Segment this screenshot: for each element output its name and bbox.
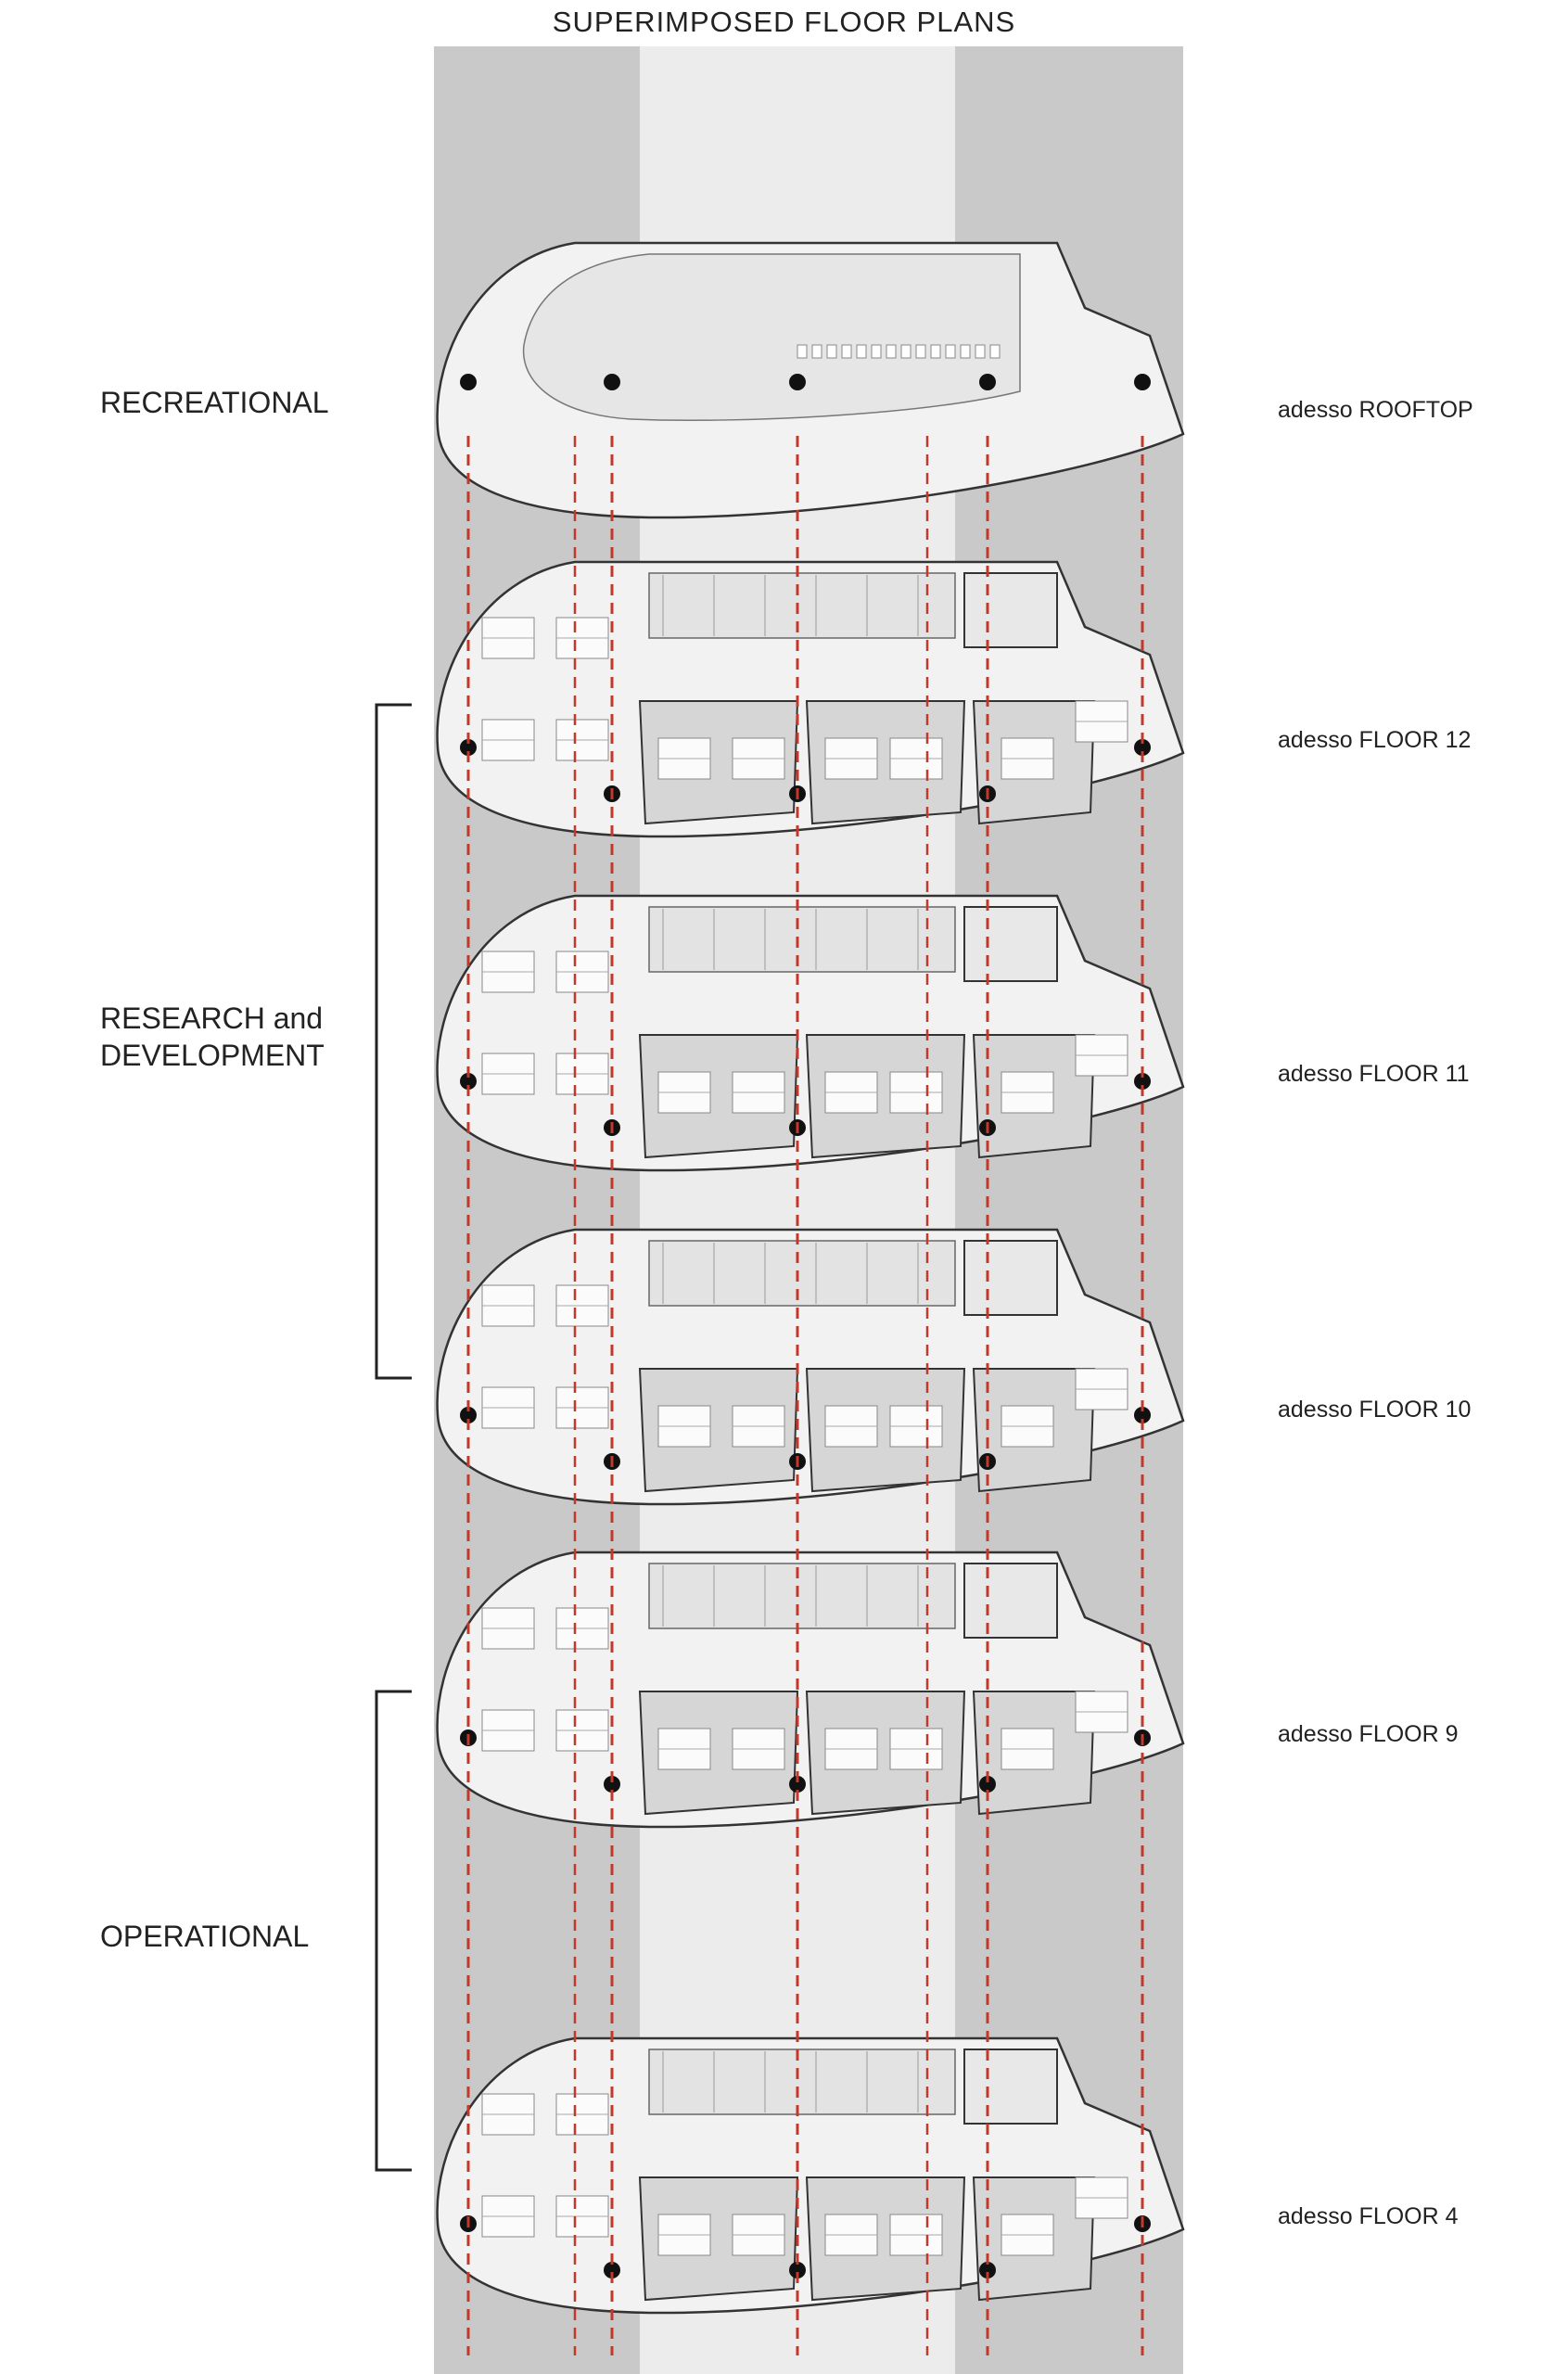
meeting-room (805, 2176, 966, 2302)
category-research: RESEARCH and DEVELOPMENT (100, 1000, 325, 1074)
structural-column (789, 1776, 806, 1793)
floor-label-11: adesso FLOOR 11 (1278, 1061, 1470, 1087)
lounge-seat (886, 344, 897, 359)
structural-column (979, 1776, 996, 1793)
floors-layer (436, 241, 1185, 2315)
lounge-seat (856, 344, 867, 359)
lounge-seat (871, 344, 882, 359)
lounge-seat (975, 344, 986, 359)
lounge-seat (945, 344, 956, 359)
structural-column (1134, 739, 1151, 756)
meeting-room (638, 1368, 799, 1493)
category-recreational-line-1: RECREATIONAL (100, 386, 329, 419)
meeting-room (805, 700, 966, 825)
floor-slab-floor4 (436, 2036, 1185, 2315)
structural-column (604, 2262, 620, 2278)
page-title: SUPERIMPOSED FLOOR PLANS (552, 6, 1016, 38)
category-operational: OPERATIONAL (100, 1918, 309, 1955)
meeting-room (638, 1691, 799, 1816)
structural-column (789, 374, 806, 390)
service-core (648, 1563, 956, 1629)
research-bracket (375, 703, 412, 1380)
service-room (963, 1563, 1058, 1639)
lounge-seat (811, 344, 822, 359)
meeting-room (805, 1034, 966, 1159)
category-research-line-2: DEVELOPMENT (100, 1039, 325, 1072)
floor-slab-floor12 (436, 560, 1185, 838)
roof-deck (522, 253, 1021, 421)
lounge-seat (989, 344, 1001, 359)
structural-column (1134, 1073, 1151, 1090)
lounge-seat (900, 344, 911, 359)
structural-column (789, 2262, 806, 2278)
structural-column (604, 374, 620, 390)
floor-label-9: adesso FLOOR 9 (1278, 1721, 1459, 1747)
lounge-seat (960, 344, 971, 359)
category-recreational: RECREATIONAL (100, 384, 329, 421)
service-room (963, 2049, 1058, 2125)
service-room (963, 572, 1058, 648)
lounge-seat (915, 344, 926, 359)
service-room (963, 1240, 1058, 1316)
service-core (648, 1240, 956, 1307)
lounge-seat (930, 344, 941, 359)
floor-label-rooftop: adesso ROOFTOP (1278, 397, 1473, 423)
lounge-seat (797, 344, 808, 359)
lounge-seat (826, 344, 837, 359)
lounge-seat (841, 344, 852, 359)
meeting-room (805, 1691, 966, 1816)
floor-label-12: adesso FLOOR 12 (1278, 727, 1472, 753)
service-room (963, 906, 1058, 982)
category-operational-line-1: OPERATIONAL (100, 1920, 310, 1953)
category-research-line-1: RESEARCH and (100, 1002, 324, 1035)
floor-label-4: adesso FLOOR 4 (1278, 2203, 1459, 2229)
meeting-room (638, 2176, 799, 2302)
structural-column (604, 1776, 620, 1793)
service-core (648, 906, 956, 973)
floor-slab-floor10 (436, 1228, 1185, 1506)
meeting-room (638, 1034, 799, 1159)
operational-bracket (375, 1690, 412, 2172)
floor-slab-floor11 (436, 894, 1185, 1172)
service-core (648, 2049, 956, 2115)
service-core (648, 572, 956, 639)
floor-label-10: adesso FLOOR 10 (1278, 1397, 1472, 1423)
structural-column (979, 374, 996, 390)
meeting-room (805, 1368, 966, 1493)
structural-column (460, 739, 477, 756)
alignment-lines-layer (466, 436, 1144, 2355)
structural-column (1134, 1407, 1151, 1423)
floor-slab-floor9 (436, 1551, 1185, 1829)
floor-slab-rooftop (436, 241, 1185, 519)
structural-column (1134, 374, 1151, 390)
structural-column (979, 2262, 996, 2278)
meeting-room (638, 700, 799, 825)
structural-column (460, 1407, 477, 1423)
structural-column (460, 1073, 477, 1090)
structural-column (460, 374, 477, 390)
